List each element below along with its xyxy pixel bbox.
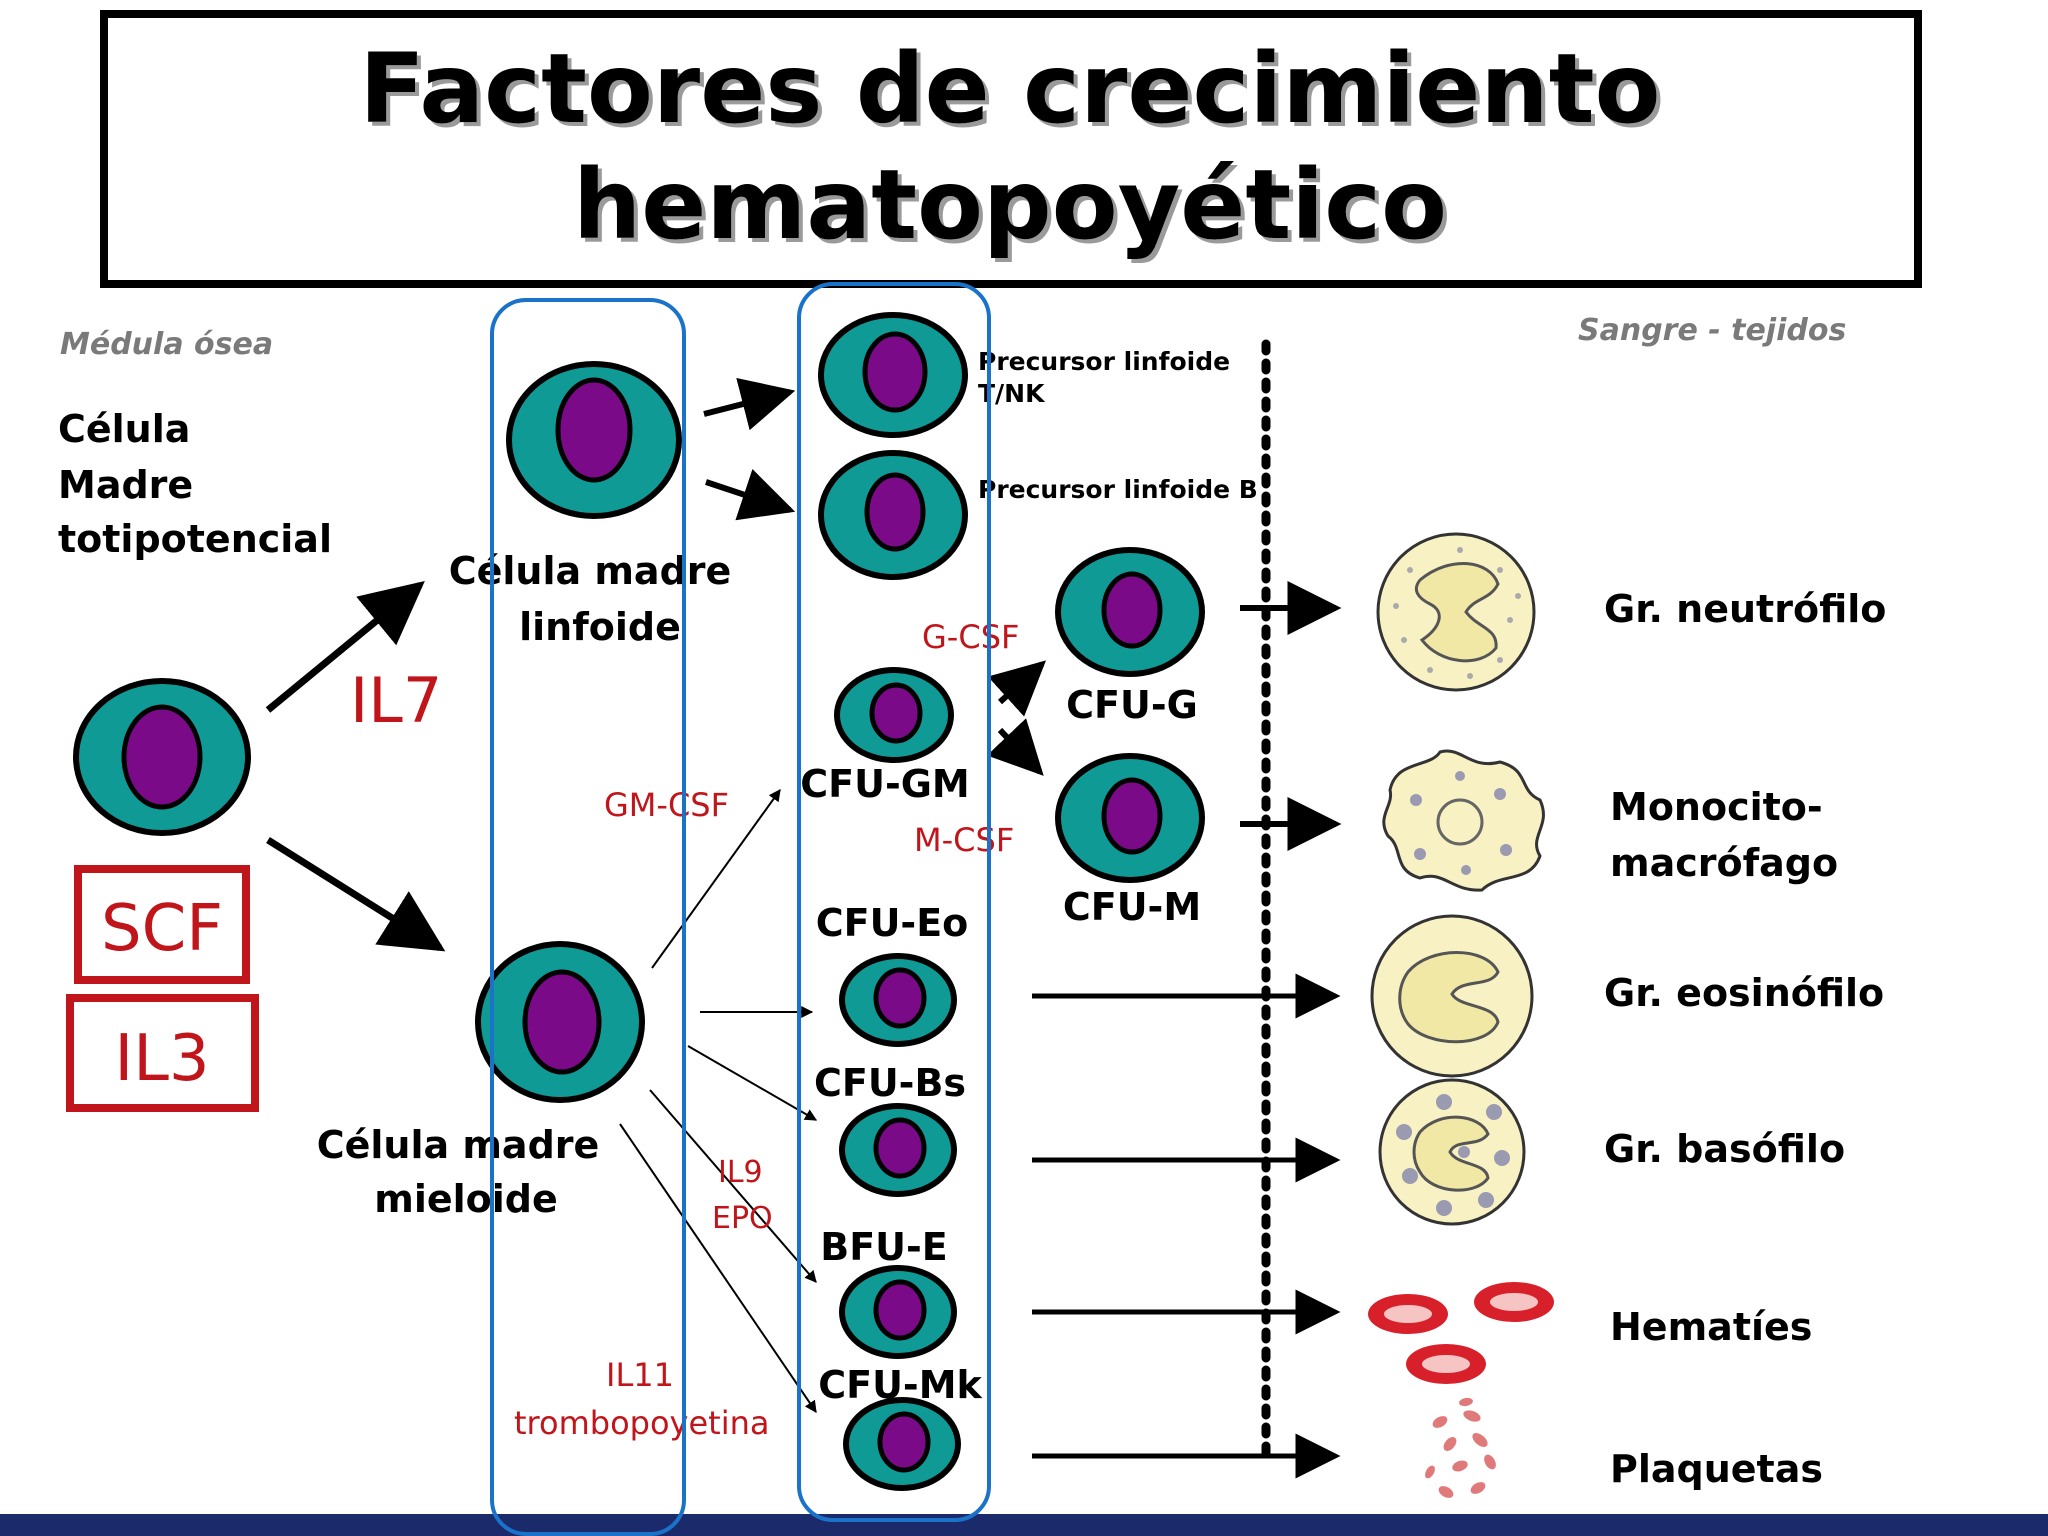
precursor-frame: [797, 282, 991, 1522]
arrow-to-cfu-mk: [619, 1123, 817, 1413]
lymphoid-stem-cell-icon: [506, 361, 682, 519]
title-line-2: hematopoyético: [573, 149, 1447, 261]
factor-gm-csf: GM-CSF: [604, 786, 729, 824]
arrow-to-cfu-m: [986, 718, 1044, 776]
lymphoid-myeloid-frame: [490, 298, 686, 1536]
factor-il11: IL11: [606, 1356, 674, 1394]
precursor-b-label: Precursor linfoide B: [978, 475, 1258, 504]
eosinophil-icon: [1370, 914, 1534, 1078]
neutrophil-icon: [1376, 532, 1536, 692]
arrow-to-lymphoid: [265, 580, 425, 713]
cfu-bs-icon: [839, 1103, 957, 1197]
precursor-tnk-label-1: Precursor linfoide: [978, 347, 1230, 376]
cfu-gm-label: CFU-GM: [800, 762, 969, 806]
precursor-b-icon: [818, 450, 968, 580]
basophil-label: Gr. basófilo: [1604, 1127, 1845, 1171]
cfu-gm-icon: [834, 667, 954, 763]
lymphoid-label-2: linfoide: [519, 605, 681, 649]
stem-cell-label-3: totipotencial: [58, 517, 332, 561]
factor-epo: EPO: [712, 1201, 773, 1236]
stem-cell-label-2: Madre: [58, 463, 193, 507]
cfu-g-label: CFU-G: [1066, 683, 1198, 727]
stem-cell-icon: [73, 678, 251, 836]
cfu-m-label: CFU-M: [1063, 885, 1201, 929]
myeloid-label-1: Célula madre: [317, 1123, 600, 1167]
factor-il9: IL9: [718, 1155, 763, 1190]
bfu-e-label: BFU-E: [820, 1225, 948, 1269]
factor-trombopoyetina: trombopoyetina: [514, 1404, 769, 1442]
cfu-bs-label: CFU-Bs: [814, 1061, 966, 1105]
cfu-g-icon: [1055, 547, 1205, 677]
cfu-eo-icon: [839, 953, 957, 1047]
cfu-mk-icon: [843, 1397, 961, 1491]
basophil-icon: [1378, 1078, 1526, 1226]
factor-il3: IL3: [114, 1022, 209, 1096]
platelets-icon: [1425, 1397, 1496, 1498]
il3-box: [66, 994, 259, 1112]
arrow-to-cfu-bs: [687, 1045, 818, 1121]
arrow-to-tnk: [703, 377, 796, 431]
monocyte-label-2: macrófago: [1610, 841, 1838, 885]
myeloid-stem-cell-icon: [475, 941, 645, 1103]
factor-g-csf: G-CSF: [922, 618, 1019, 656]
platelets-label: Plaquetas: [1610, 1447, 1823, 1491]
myeloid-label-2: mieloide: [374, 1177, 558, 1221]
neutrophil-label: Gr. neutrófilo: [1604, 587, 1886, 631]
factor-m-csf: M-CSF: [914, 821, 1014, 859]
factor-scf: SCF: [101, 892, 223, 966]
arrow-to-bfu-e: [649, 1089, 817, 1283]
region-label-blood-tissue: Sangre - tejidos: [1578, 313, 1846, 348]
factor-il7: IL7: [350, 664, 442, 737]
erythrocytes-label: Hematíes: [1610, 1305, 1812, 1349]
title-box: [100, 10, 1922, 288]
title-line-1: Factores de crecimiento: [359, 33, 1660, 145]
scf-box: [74, 865, 250, 984]
monocyte-icon: [1382, 749, 1545, 892]
cfu-m-icon: [1055, 753, 1205, 883]
cfu-eo-label: CFU-Eo: [816, 901, 969, 945]
arrow-to-cfu-gm: [651, 789, 781, 969]
arrow-to-b: [705, 469, 796, 521]
precursor-tnk-icon: [818, 312, 968, 438]
bfu-e-icon: [839, 1265, 957, 1359]
arrow-to-myeloid: [266, 837, 446, 952]
arrow-to-cfu-g: [987, 660, 1047, 717]
eosinophil-label: Gr. eosinófilo: [1604, 971, 1884, 1015]
footer-bar: [0, 1514, 2048, 1536]
monocyte-label-1: Monocito-: [1610, 785, 1823, 829]
region-label-bone-marrow: Médula ósea: [60, 327, 273, 362]
stem-cell-label-1: Célula: [58, 407, 190, 451]
erythrocytes-icon: [1368, 1282, 1554, 1384]
